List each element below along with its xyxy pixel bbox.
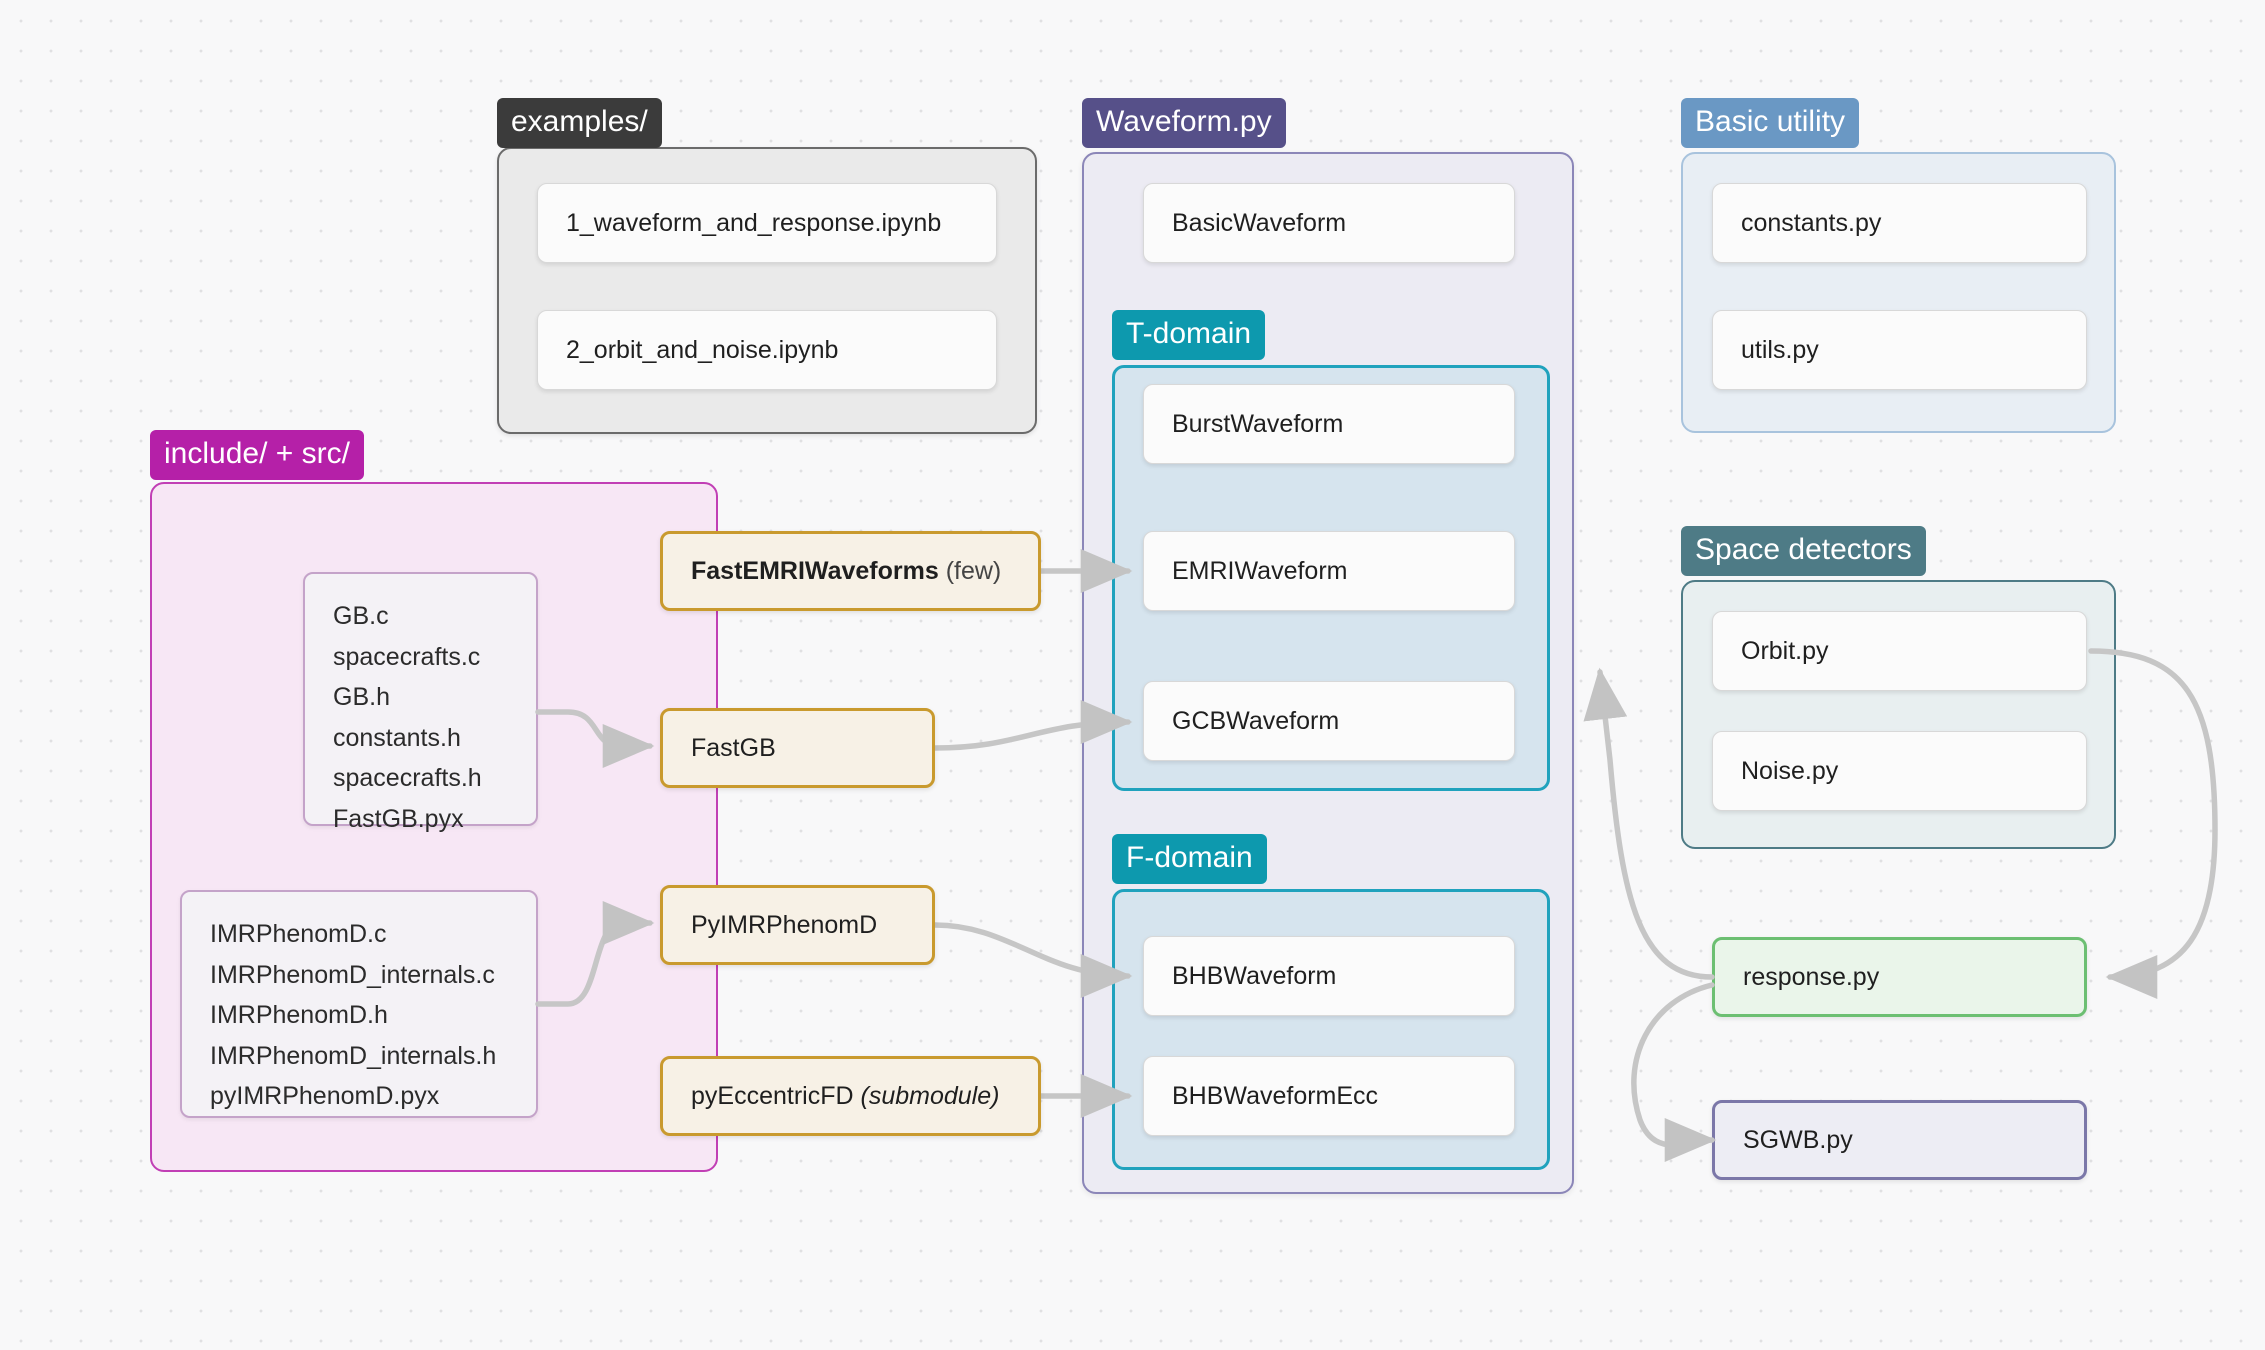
node-example-notebook-2[interactable]: 2_orbit_and_noise.ipynb: [537, 310, 997, 390]
node-bhbwaveformecc[interactable]: BHBWaveformEcc: [1143, 1056, 1515, 1136]
node-gb-source-files[interactable]: GB.c spacecrafts.c GB.h constants.h spac…: [303, 572, 538, 833]
wrapper-suffix-pyeccentricfd: (submodule): [853, 1081, 1000, 1110]
node-example-notebook-1[interactable]: 1_waveform_and_response.ipynb: [537, 183, 997, 263]
file-imrphenomd-c: IMRPhenomD.c: [210, 920, 387, 948]
node-wrapper-pyeccentricfd[interactable]: pyEccentricFD (submodule): [660, 1056, 1041, 1136]
file-gb-c: GB.c: [333, 602, 389, 630]
node-utils-py[interactable]: utils.py: [1712, 310, 2087, 390]
file-spacecrafts-h: spacecrafts.h: [333, 764, 482, 792]
file-pyimrphenomd-pyx: pyIMRPhenomD.pyx: [210, 1082, 440, 1110]
group-label-f-domain: F-domain: [1112, 834, 1267, 884]
node-wrapper-pyimrphenomd[interactable]: PyIMRPhenomD: [660, 885, 935, 965]
file-spacecrafts-c: spacecrafts.c: [333, 642, 481, 671]
node-orbit-py[interactable]: Orbit.py: [1712, 611, 2087, 691]
file-imrphenomd-internals-h: IMRPhenomD_internals.h: [210, 1041, 497, 1070]
group-label-src-include: include/ + src/: [150, 430, 364, 480]
node-emriwaveform[interactable]: EMRIWaveform: [1143, 531, 1515, 611]
node-noise-py[interactable]: Noise.py: [1712, 731, 2087, 811]
wrapper-label-pyeccentricfd: pyEccentricFD: [691, 1081, 854, 1110]
group-label-space-detectors: Space detectors: [1681, 526, 1926, 576]
node-wrapper-fastemriwaveforms[interactable]: FastEMRIWaveforms (few): [660, 531, 1041, 611]
file-imrphenomd-h: IMRPhenomD.h: [210, 1001, 388, 1029]
group-label-waveform: Waveform.py: [1082, 98, 1286, 148]
node-response-py[interactable]: response.py: [1712, 937, 2087, 1017]
wrapper-label-fastemriwaveforms: FastEMRIWaveforms: [691, 556, 939, 585]
file-fastgb-pyx: FastGB.pyx: [333, 804, 464, 833]
group-label-examples: examples/: [497, 98, 662, 148]
node-constants-py[interactable]: constants.py: [1712, 183, 2087, 263]
node-basicwaveform[interactable]: BasicWaveform: [1143, 183, 1515, 263]
group-label-t-domain: T-domain: [1112, 310, 1266, 360]
node-burstwaveform[interactable]: BurstWaveform: [1143, 384, 1515, 464]
wrapper-label-pyimrphenomd: PyIMRPhenomD: [691, 910, 878, 939]
file-constants-h: constants.h: [333, 723, 461, 752]
file-imrphenomd-internals-c: IMRPhenomD_internals.c: [210, 960, 495, 989]
node-wrapper-fastgb[interactable]: FastGB: [660, 708, 935, 788]
wrapper-label-fastgb: FastGB: [691, 733, 776, 762]
node-gcbwaveform[interactable]: GCBWaveform: [1143, 681, 1515, 761]
file-gb-h: GB.h: [333, 683, 390, 711]
node-imrphenomd-source-files[interactable]: IMRPhenomD.c IMRPhenomD_internals.c IMRP…: [180, 890, 538, 1118]
group-label-basic-utility: Basic utility: [1681, 98, 1860, 148]
wrapper-suffix-fastemriwaveforms: (few): [938, 556, 1002, 585]
node-bhbwaveform[interactable]: BHBWaveform: [1143, 936, 1515, 1016]
node-sgwb-py[interactable]: SGWB.py: [1712, 1100, 2087, 1180]
